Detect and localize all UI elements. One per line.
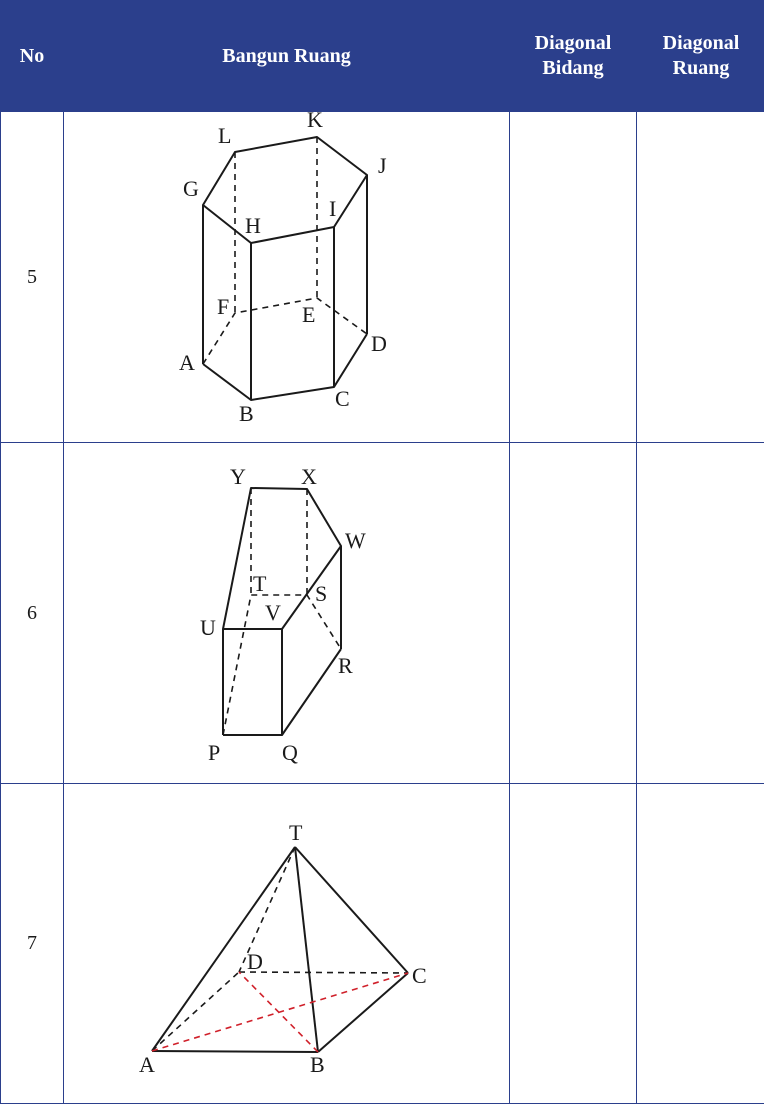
label-A: A xyxy=(139,1052,155,1077)
edge-TB xyxy=(294,846,319,1053)
label-C: C xyxy=(335,386,350,411)
table-row: 6 Y X xyxy=(0,442,764,784)
label-L: L xyxy=(218,123,231,148)
figure-cell: Y X W T S U V R P Q xyxy=(63,442,510,784)
header-bangun-ruang: Bangun Ruang xyxy=(63,0,510,112)
row-number: 6 xyxy=(0,442,64,784)
label-G: G xyxy=(183,176,199,201)
label-H: H xyxy=(245,213,261,238)
header-diagonal-bidang: Diagonal Bidang xyxy=(509,0,637,112)
header-diagonal-ruang-line2: Ruang xyxy=(672,57,730,79)
diagonal-BD xyxy=(238,971,319,1053)
hexagonal-prism-figure: L K J G H I F E D A B C xyxy=(179,112,387,426)
label-D: D xyxy=(371,331,387,356)
table-header-row: No Bangun Ruang Diagonal Bidang Diagonal… xyxy=(0,0,764,112)
row-number: 7 xyxy=(0,783,64,1104)
label-B: B xyxy=(239,401,254,426)
label-Y: Y xyxy=(230,464,246,489)
figure-cell: T D C A B xyxy=(63,783,510,1104)
label-C: C xyxy=(412,963,427,988)
label-U: U xyxy=(200,615,216,640)
top-face xyxy=(222,487,342,630)
edge-BC xyxy=(317,972,409,1053)
label-Q: Q xyxy=(282,740,298,765)
label-S: S xyxy=(315,581,327,606)
label-R: R xyxy=(338,653,353,678)
diagonal-ruang-answer[interactable] xyxy=(636,783,764,1104)
label-T: T xyxy=(253,571,267,596)
edge-TC xyxy=(294,846,409,974)
edge-TA xyxy=(151,846,296,1052)
top-face xyxy=(202,136,368,244)
label-J: J xyxy=(378,153,387,178)
row-number: 5 xyxy=(0,111,64,443)
square-pyramid-figure: T D C A B xyxy=(139,820,427,1077)
label-X: X xyxy=(301,464,317,489)
header-diagonal-ruang-line1: Diagonal xyxy=(662,32,740,54)
label-F: F xyxy=(217,294,229,319)
bottom-visible-edges xyxy=(223,648,342,736)
table-row: 5 xyxy=(0,111,764,443)
pentagonal-prism-figure: Y X W T S U V R P Q xyxy=(200,464,366,765)
label-P: P xyxy=(208,740,220,765)
diagonal-bidang-answer[interactable] xyxy=(509,442,637,784)
table-row: 7 xyxy=(0,783,764,1104)
label-K: K xyxy=(307,112,323,132)
bottom-hidden-edges xyxy=(222,594,342,736)
diagonal-ruang-answer[interactable] xyxy=(636,442,764,784)
label-A: A xyxy=(179,350,195,375)
edge-TD-hidden xyxy=(238,846,296,973)
diagonal-AC xyxy=(151,972,409,1052)
label-D: D xyxy=(247,949,263,974)
figure-cell: L K J G H I F E D A B C xyxy=(63,111,510,443)
label-T: T xyxy=(289,820,303,845)
header-diagonal-bidang-line2: Bidang xyxy=(542,57,604,79)
header-diagonal-ruang: Diagonal Ruang xyxy=(636,0,764,112)
label-B: B xyxy=(310,1052,325,1077)
label-E: E xyxy=(302,302,315,327)
label-W: W xyxy=(345,528,366,553)
label-I: I xyxy=(329,196,336,221)
bottom-hidden-edges xyxy=(202,297,368,365)
header-no: No xyxy=(0,0,64,112)
header-diagonal-bidang-line1: Diagonal xyxy=(534,32,612,54)
edge-DC-hidden xyxy=(238,971,409,974)
edge-AB xyxy=(151,1050,319,1053)
label-V: V xyxy=(265,600,281,625)
bottom-visible-edges xyxy=(202,333,368,401)
diagonal-ruang-answer[interactable] xyxy=(636,111,764,443)
diagonal-bidang-answer[interactable] xyxy=(509,783,637,1104)
edge-AD-hidden xyxy=(151,971,240,1052)
diagonal-bidang-answer[interactable] xyxy=(509,111,637,443)
